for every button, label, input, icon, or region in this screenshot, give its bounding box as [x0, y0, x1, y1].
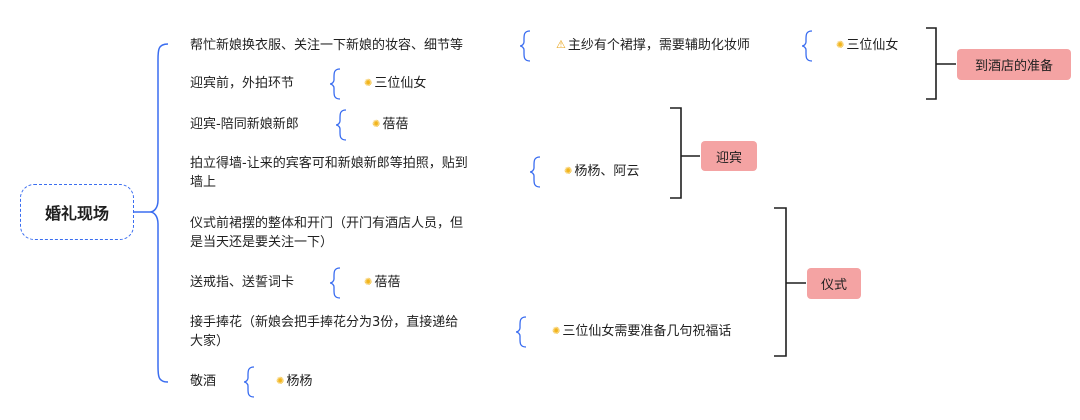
branch-8-note[interactable]: ✺杨杨	[276, 373, 312, 391]
brace-b6	[329, 267, 341, 299]
branch-4-line2[interactable]: 墙上	[190, 175, 217, 190]
branch-4-note-text: 杨杨、阿云	[574, 164, 640, 179]
lightbulb-icon: ✺	[364, 277, 373, 288]
lightbulb-icon: ✺	[364, 78, 373, 89]
branch-1[interactable]: 帮忙新娘换衣服、关注一下新娘的妆容、细节等	[190, 38, 464, 53]
branch-2-note[interactable]: ✺三位仙女	[364, 75, 426, 93]
branch-7-note[interactable]: ✺三位仙女需要准备几句祝福话	[552, 323, 731, 341]
branch-5-line1[interactable]: 仪式前裙摆的整体和开门（开门有酒店人员，但	[190, 216, 464, 231]
lightbulb-icon: ✺	[276, 376, 285, 387]
branch-8[interactable]: 敬酒	[190, 374, 217, 389]
branch-3-note-text: 蓓蓓	[382, 117, 409, 132]
brace-b8	[243, 366, 255, 398]
main-brace	[149, 43, 169, 383]
brace-b7	[515, 316, 527, 348]
group-bracket-welcome	[670, 107, 700, 199]
branch-3[interactable]: 迎宾-陪同新娘新郎	[190, 117, 299, 132]
branch-7-note-text: 三位仙女需要准备几句祝福话	[562, 324, 732, 339]
branch-1-note[interactable]: ⚠主纱有个裙撑，需要辅助化妆师	[556, 37, 750, 55]
brace-b4	[529, 156, 541, 188]
branch-3-note[interactable]: ✺蓓蓓	[372, 116, 408, 134]
branch-1-subnote[interactable]: ✺三位仙女	[836, 37, 898, 55]
group-label-prep[interactable]: 到酒店的准备	[957, 49, 1071, 80]
group-bracket-ceremony	[774, 207, 806, 357]
branch-6[interactable]: 送戒指、送誓词卡	[190, 275, 295, 290]
brace-b1-note	[801, 30, 813, 62]
lightbulb-icon: ✺	[552, 326, 561, 337]
branch-2-note-text: 三位仙女	[374, 76, 427, 91]
branch-7-line1[interactable]: 接手捧花（新娘会把手捧花分为3份，直接递给	[190, 315, 459, 330]
branch-6-note[interactable]: ✺蓓蓓	[364, 274, 400, 292]
branch-4-note[interactable]: ✺杨杨、阿云	[564, 163, 639, 181]
branch-2[interactable]: 迎宾前，外拍环节	[190, 76, 295, 91]
lightbulb-icon: ✺	[564, 166, 573, 177]
brace-b3	[335, 109, 347, 141]
branch-5-line2[interactable]: 是当天还是要关注一下）	[190, 235, 334, 250]
branch-1-note-text: 主纱有个裙撑，需要辅助化妆师	[567, 38, 750, 53]
brace-b2	[329, 68, 341, 100]
brace-b1	[519, 30, 531, 62]
group-label-ceremony[interactable]: 仪式	[807, 268, 861, 299]
branch-8-note-text: 杨杨	[286, 374, 313, 389]
branch-1-subnote-text: 三位仙女	[846, 38, 899, 53]
branch-7-line2[interactable]: 大家）	[190, 334, 230, 349]
branch-6-note-text: 蓓蓓	[374, 275, 401, 290]
group-label-welcome[interactable]: 迎宾	[701, 141, 757, 171]
lightbulb-icon: ✺	[836, 40, 845, 51]
branch-4-line1[interactable]: 拍立得墙-让来的宾客可和新娘新郎等拍照，贴到	[190, 156, 468, 171]
lightbulb-icon: ✺	[372, 119, 381, 130]
root-node[interactable]: 婚礼现场	[20, 184, 134, 240]
group-bracket-prep	[926, 27, 956, 100]
warning-icon: ⚠	[556, 38, 566, 51]
